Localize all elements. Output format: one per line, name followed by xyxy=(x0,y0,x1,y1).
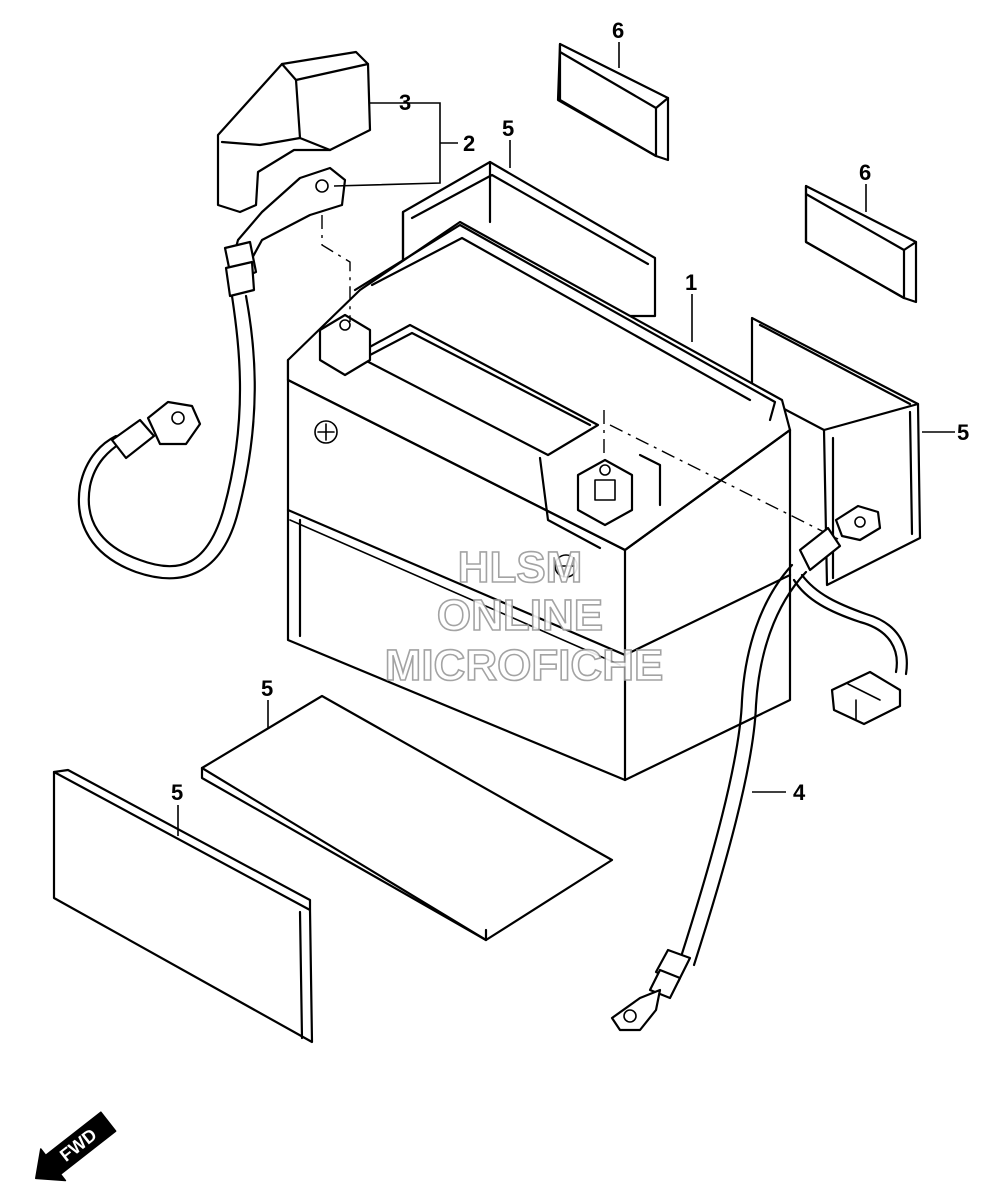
assembly-line-negative-b xyxy=(609,424,841,541)
callout-5-front: 5 xyxy=(171,780,183,805)
cushion-front xyxy=(52,768,314,1044)
assembly-line-positive xyxy=(321,215,351,322)
callout-5-right: 5 xyxy=(957,420,969,445)
negative-cable xyxy=(610,504,908,1032)
callout-1: 1 xyxy=(685,270,697,295)
spacer-right xyxy=(804,184,918,304)
callout-5-back: 5 xyxy=(502,116,514,141)
callout-6-right: 6 xyxy=(859,160,871,185)
callout-6-top: 6 xyxy=(612,18,624,43)
terminal-lead xyxy=(77,166,347,580)
fwd-arrow-icon: FWD xyxy=(35,1111,117,1182)
callout-5-bottom: 5 xyxy=(261,676,273,701)
terminal-cover xyxy=(216,50,372,214)
callout-2: 2 xyxy=(463,131,475,156)
spacer-top xyxy=(556,42,670,162)
watermark-line-2: ONLINE xyxy=(437,591,603,640)
battery-body xyxy=(286,220,792,782)
callout-4: 4 xyxy=(793,780,806,805)
cushion-bottom xyxy=(200,694,614,942)
watermark-line-1: HLSM xyxy=(458,543,583,592)
watermark-line-3: MICROFICHE xyxy=(385,641,664,690)
callout-3: 3 xyxy=(399,90,411,115)
